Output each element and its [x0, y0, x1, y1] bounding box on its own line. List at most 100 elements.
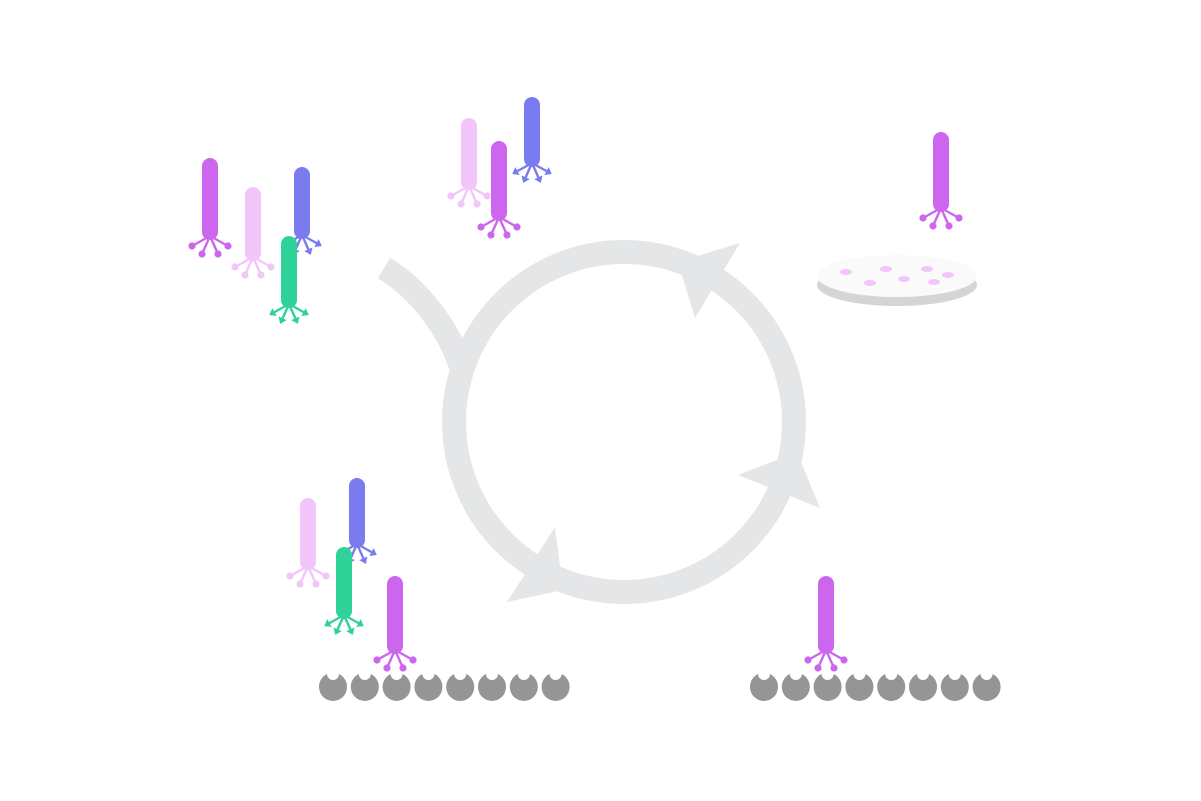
fiber-tip: [457, 200, 465, 208]
fiber-tip: [304, 247, 313, 255]
phage-purple-bound: [373, 576, 417, 672]
enriched-pool: [447, 97, 552, 239]
target-surface: [749, 674, 1001, 701]
fiber-tip: [356, 619, 364, 627]
cycle-arrowhead-right: [738, 452, 820, 508]
target-unit: [845, 674, 874, 701]
phage-capsid: [387, 576, 403, 654]
target-unit: [877, 674, 906, 701]
fiber-tip: [214, 250, 222, 258]
plaque: [880, 266, 892, 272]
phage-blue: [512, 97, 552, 183]
fiber-tip: [324, 619, 332, 627]
fiber-tip: [291, 316, 300, 324]
phage-light-pink: [231, 187, 275, 279]
target-unit: [509, 674, 538, 701]
phage-capsid: [300, 498, 316, 570]
phage-purple-bound: [804, 576, 848, 672]
target-unit: [414, 674, 443, 701]
fiber-tip: [503, 231, 511, 239]
fiber-tip: [409, 656, 417, 664]
cycle-arrowhead-top: [678, 243, 740, 318]
target-unit: [477, 674, 507, 701]
fiber-tip: [840, 656, 848, 664]
target-unit: [350, 674, 379, 701]
plaque: [898, 276, 910, 282]
phage-green: [324, 547, 364, 635]
plate-top: [817, 255, 977, 297]
fiber-tip: [198, 250, 206, 258]
fiber-tip: [333, 627, 342, 635]
fiber-tip: [483, 192, 491, 200]
phage-capsid: [818, 576, 834, 654]
fiber-tip: [322, 572, 330, 580]
fiber-tip: [945, 222, 953, 230]
phage-capsid: [933, 132, 949, 212]
cycle-arrowhead-bottom: [507, 527, 563, 602]
fiber-tip: [477, 223, 485, 231]
fiber-tip: [231, 263, 239, 271]
plaque: [928, 279, 940, 285]
binding-step: [286, 478, 570, 702]
fiber-tip: [188, 242, 196, 250]
target-unit: [541, 674, 570, 701]
fiber-tip: [257, 271, 265, 279]
fiber-tip: [447, 192, 455, 200]
target-unit: [749, 674, 779, 701]
plaque: [840, 269, 852, 275]
phage-capsid: [245, 187, 261, 261]
washing-step: [749, 576, 1001, 701]
fiber-tip: [383, 664, 391, 672]
plaques: [840, 266, 954, 286]
fiber-tip: [373, 656, 381, 664]
plaque: [921, 266, 933, 272]
fiber-tip: [919, 214, 927, 222]
target-surface: [318, 674, 570, 702]
phage-purple: [919, 132, 963, 230]
fiber-tip: [286, 572, 294, 580]
fiber-tip: [241, 271, 249, 279]
plaque: [942, 272, 954, 278]
target-unit: [813, 674, 842, 701]
plaque: [864, 280, 876, 286]
fiber-tip: [512, 167, 520, 175]
phage-purple: [477, 141, 521, 239]
target-unit: [781, 674, 810, 701]
fiber-tip: [296, 580, 304, 588]
phage-capsid: [491, 141, 507, 221]
fiber-tip: [224, 242, 232, 250]
mixed-phage-library: [188, 158, 322, 324]
fiber-tip: [314, 239, 322, 247]
fiber-tip: [301, 308, 309, 316]
fiber-tip: [487, 231, 495, 239]
petri-plate: [817, 255, 977, 306]
fiber-tip: [312, 580, 320, 588]
fiber-tip: [346, 627, 355, 635]
fiber-tip: [473, 200, 481, 208]
fiber-tip: [369, 548, 377, 556]
fiber-tip: [513, 223, 521, 231]
target-unit: [972, 674, 1001, 701]
phage-capsid: [524, 97, 540, 167]
target-unit: [940, 674, 969, 701]
target-unit: [318, 674, 348, 701]
fiber-tip: [929, 222, 937, 230]
fiber-tip: [359, 556, 368, 564]
phage-capsid: [202, 158, 218, 240]
cycle-ring: [442, 240, 806, 604]
phage-light-pink: [447, 118, 491, 208]
target-unit: [908, 674, 938, 701]
fiber-tip: [814, 664, 822, 672]
target-unit: [446, 674, 475, 702]
fiber-tip: [955, 214, 963, 222]
fiber-tip: [267, 263, 275, 271]
fiber-tip: [521, 175, 530, 183]
target-unit: [382, 674, 411, 701]
phage-purple: [188, 158, 232, 258]
phage-capsid: [349, 478, 365, 548]
phage-capsid: [461, 118, 477, 190]
fiber-tip: [269, 308, 277, 316]
fiber-tip: [830, 664, 838, 672]
phage-capsid: [336, 547, 352, 619]
